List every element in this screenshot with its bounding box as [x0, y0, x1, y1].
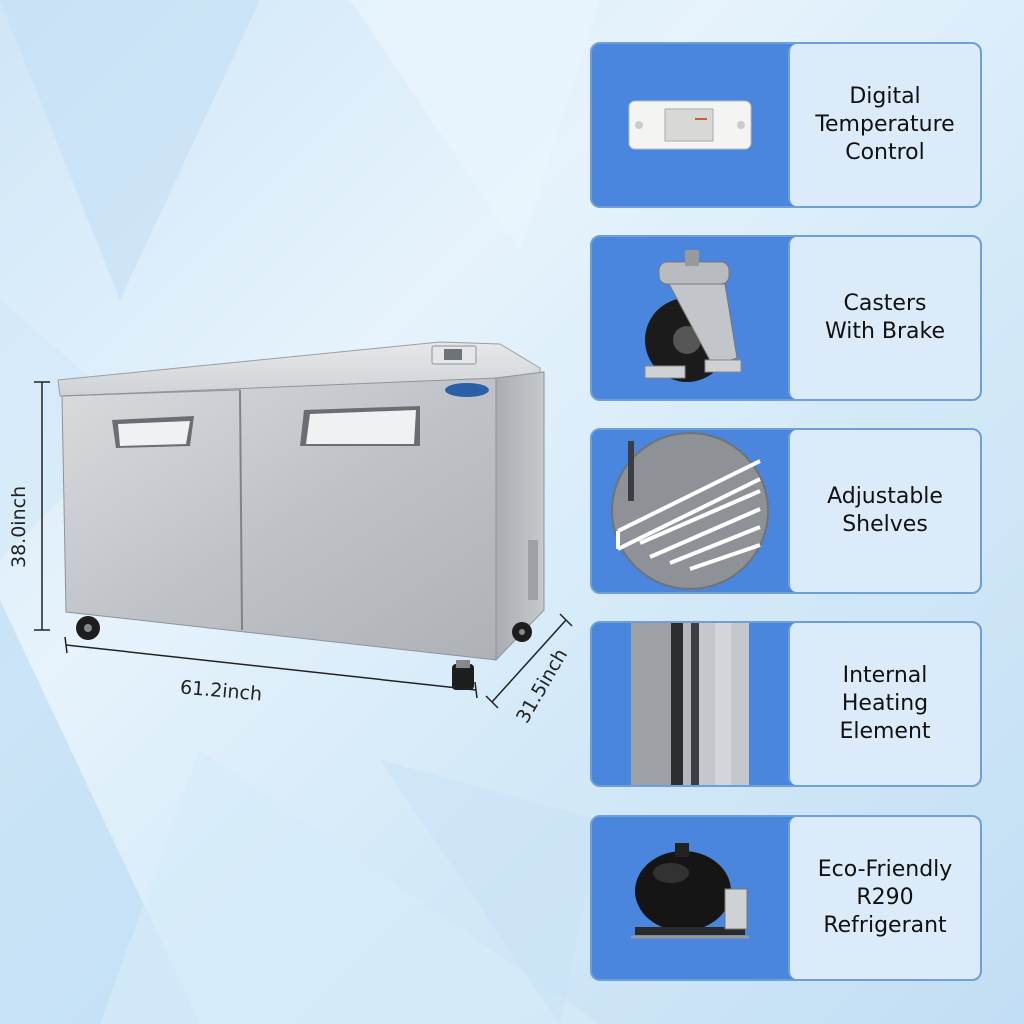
feature-label-container: Eco-Friendly R290 Refrigerant [788, 817, 980, 979]
feature-card-heating: Internal Heating Element [590, 621, 982, 787]
wire-shelf-icon [592, 430, 788, 592]
brand-logo [445, 383, 489, 397]
feature-label-container: Adjustable Shelves [788, 430, 980, 592]
feature-card-shelves: Adjustable Shelves [590, 428, 982, 594]
feature-label: Adjustable Shelves [827, 484, 943, 537]
dimension-lines [34, 381, 573, 709]
height-dimension-label: 38.0inch [8, 485, 30, 568]
door-gasket-heater-icon [592, 623, 788, 785]
feature-label-container: Digital Temperature Control [788, 44, 980, 206]
compressor-icon [592, 817, 788, 979]
feature-label: Internal Heating Element [839, 663, 931, 744]
cabinet-side [495, 371, 545, 662]
feature-label: Digital Temperature Control [815, 84, 955, 165]
feature-label: Eco-Friendly R290 Refrigerant [817, 857, 953, 938]
caster-wheels [76, 616, 532, 690]
cabinet-front [61, 377, 497, 661]
feature-label-container: Casters With Brake [788, 237, 980, 399]
caster-wheel-icon [592, 237, 788, 399]
feature-card-casters: Casters With Brake [590, 235, 982, 401]
undercounter-refrigerator [34, 341, 573, 709]
temperature-controller-icon [592, 44, 788, 206]
feature-label: Casters With Brake [824, 291, 946, 344]
feature-card-refrigerant: Eco-Friendly R290 Refrigerant [590, 815, 982, 981]
feature-label-container: Internal Heating Element [788, 623, 980, 785]
feature-card-temperature: Digital Temperature Control [590, 42, 982, 208]
